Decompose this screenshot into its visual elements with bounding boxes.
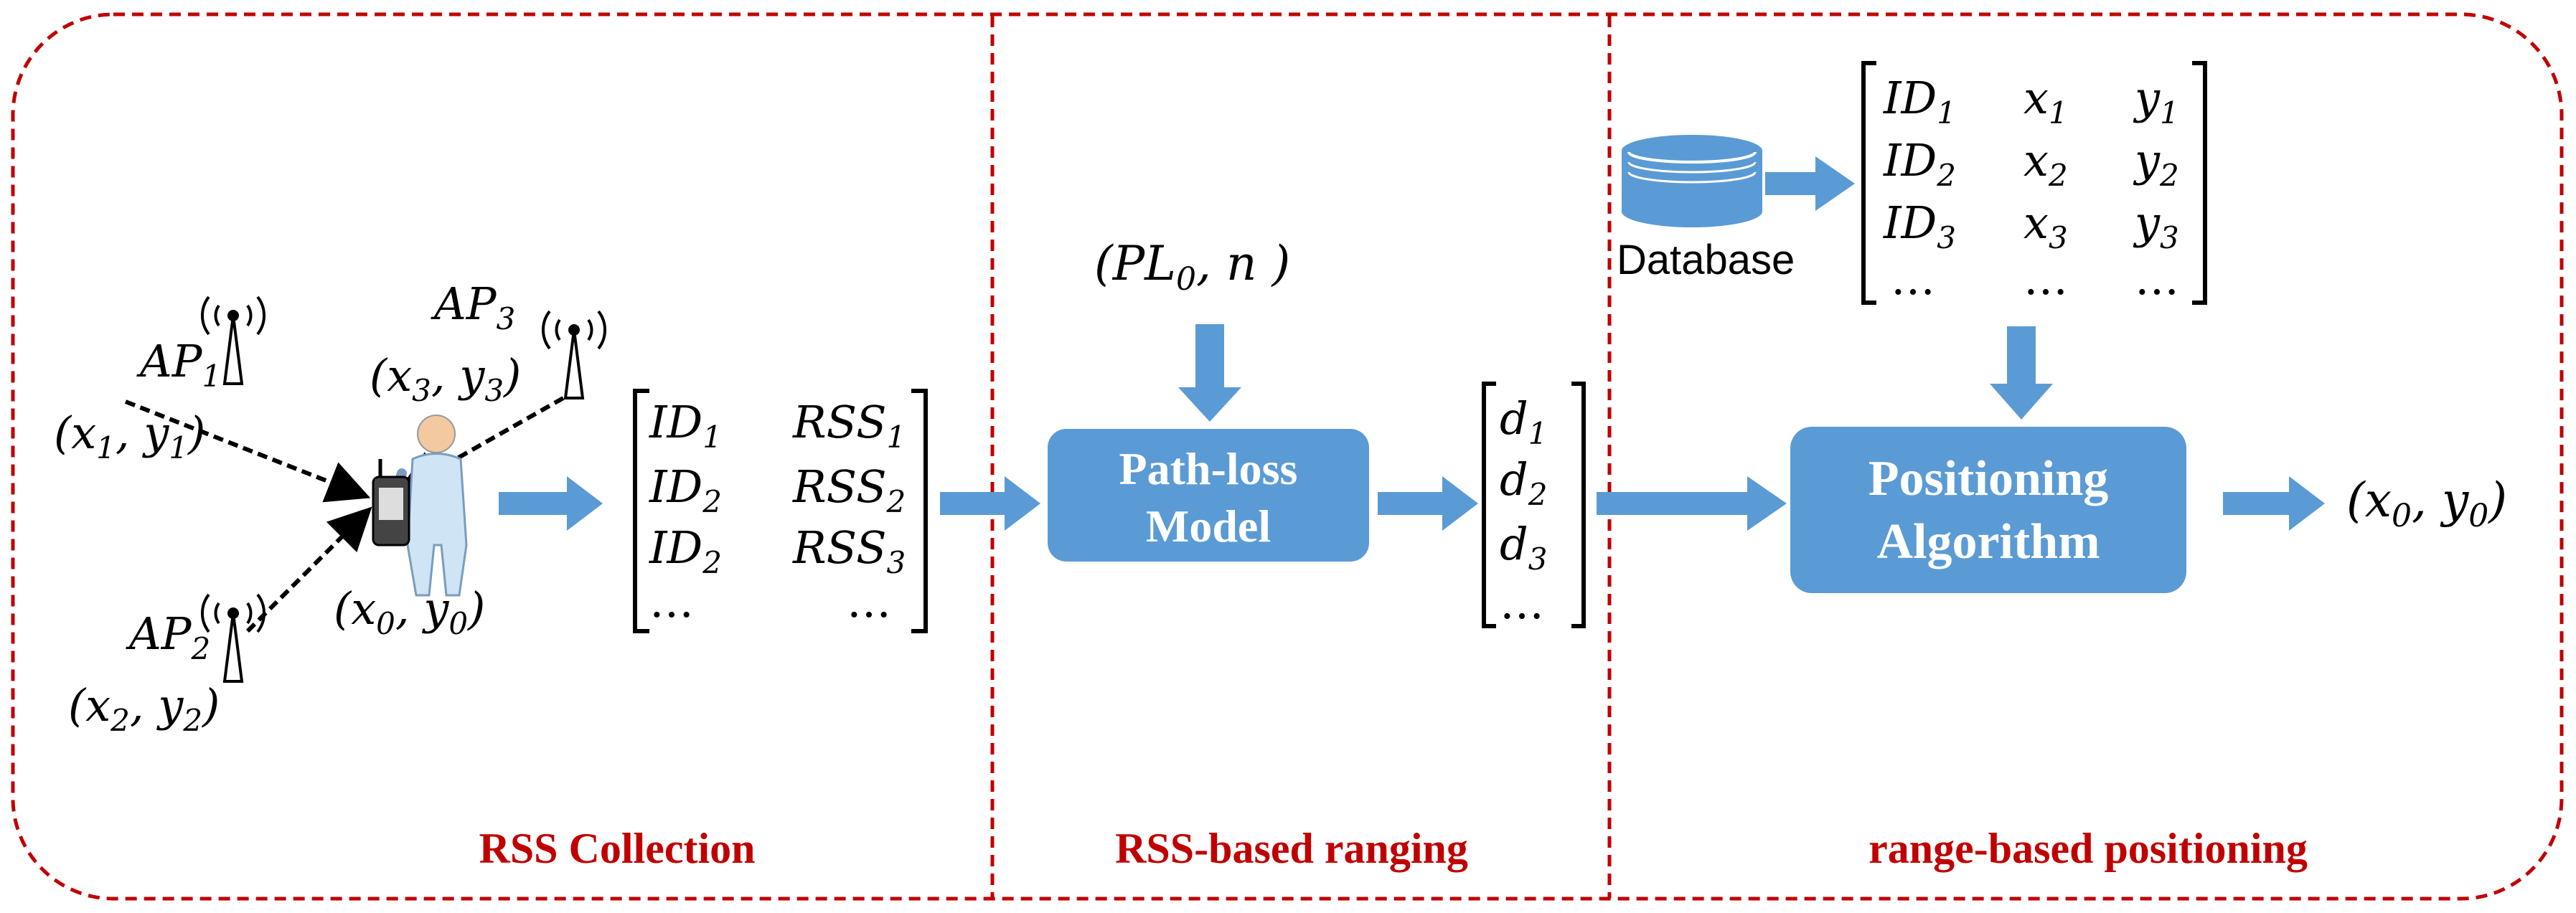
flow-arrow-to-pathloss (940, 476, 1040, 531)
ap1-label: AP1 (136, 335, 221, 394)
svg-text:…: … (2135, 252, 2179, 305)
svg-text:…: … (1500, 577, 1544, 629)
model-parameters: (PL0, n ) (1094, 236, 1290, 298)
flow-arrow-to-output (2223, 476, 2325, 531)
svg-text:ID2: ID2 (649, 460, 722, 519)
svg-text:…: … (2023, 252, 2068, 305)
pathloss-model-box (1048, 429, 1369, 562)
section-title-ranging: RSS-based ranging (1115, 825, 1468, 872)
database-matrix: ID1 x1 y1 ID2 x2 y2 ID3 x3 y3 … … … (1861, 61, 2207, 305)
svg-text:RSS2: RSS2 (792, 460, 906, 519)
svg-text:x1: x1 (2023, 72, 2068, 131)
section-title-collection: RSS Collection (479, 825, 755, 872)
flow-arrow-db-to-matrix (1765, 156, 1855, 211)
svg-text:d1: d1 (1500, 392, 1547, 451)
svg-text:…: … (649, 575, 694, 628)
database-label: Database (1617, 237, 1795, 283)
signal-arrow-ap1 (124, 399, 371, 503)
svg-text:ID2: ID2 (1883, 134, 1956, 193)
svg-text:ID1: ID1 (1883, 72, 1956, 131)
svg-text:…: … (847, 575, 891, 628)
ap1-tower-icon (201, 295, 265, 385)
ap3-label: AP3 (431, 278, 515, 336)
flow-arrow-params-down (1178, 324, 1241, 422)
positioning-box-line2: Algorithm (1876, 514, 2100, 569)
user-coordinate: (x0, y0) (334, 582, 485, 641)
outer-frame (11, 12, 2564, 901)
ap2-tower-icon (201, 593, 265, 683)
svg-text:…: … (1891, 252, 1935, 305)
svg-text:y1: y1 (2133, 72, 2179, 131)
svg-text:x3: x3 (2023, 197, 2068, 255)
flow-arrow-to-rss-matrix (499, 476, 603, 531)
pathloss-box-line1: Path-loss (1119, 443, 1298, 494)
database-icon (1622, 135, 1762, 227)
distance-vector: d1 d2 d3 … (1482, 382, 1586, 629)
ap2-coordinate: (x2, y2) (68, 679, 220, 738)
ap2-label: AP2 (126, 607, 210, 666)
svg-text:x2: x2 (2023, 134, 2068, 193)
ap1-coordinate: (x1, y1) (54, 407, 205, 465)
svg-text:RSS1: RSS1 (792, 396, 906, 455)
flow-arrow-matrix-down (1990, 326, 2053, 420)
pathloss-box-line2: Model (1146, 501, 1271, 552)
svg-text:ID1: ID1 (649, 396, 722, 455)
signal-arrow-ap2 (245, 506, 372, 633)
ap3-tower-icon (542, 310, 606, 399)
section-title-positioning: range-based positioning (1868, 825, 2308, 872)
positioning-algorithm-box (1790, 427, 2186, 593)
svg-text:d2: d2 (1500, 453, 1547, 512)
flow-arrow-to-positioning (1597, 476, 1787, 531)
ap3-coordinate: (x3, y3) (370, 349, 521, 408)
phone-icon (372, 459, 410, 547)
positioning-box-line1: Positioning (1868, 451, 2109, 506)
svg-text:y2: y2 (2133, 134, 2179, 193)
flow-arrow-to-distances (1378, 476, 1478, 531)
rss-matrix: ID1 RSS1 ID2 RSS2 ID2 RSS3 … … (633, 389, 928, 633)
svg-text:ID3: ID3 (1883, 197, 1956, 255)
svg-text:y3: y3 (2133, 197, 2179, 255)
svg-text:d3: d3 (1500, 518, 1547, 577)
svg-text:ID2: ID2 (649, 521, 722, 580)
output-coordinate: (x0, y0) (2346, 473, 2507, 534)
svg-text:RSS3: RSS3 (792, 521, 906, 580)
